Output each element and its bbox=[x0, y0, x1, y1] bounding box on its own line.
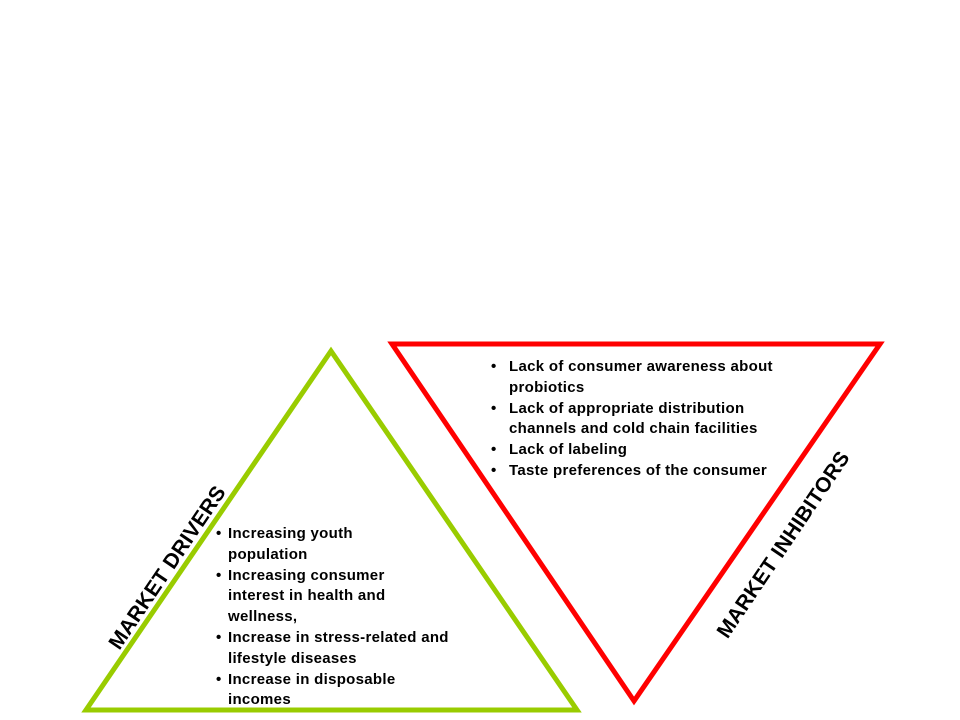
driver-item: Increasing youth population bbox=[216, 524, 378, 566]
inhibitors-triangle bbox=[387, 341, 885, 706]
inhibitor-item: Lack of consumer awareness about probiot… bbox=[490, 357, 809, 399]
driver-item: Increase in disposable incomes bbox=[216, 670, 428, 712]
inhibitor-item: Lack of appropriate distribution channel… bbox=[490, 399, 799, 441]
market-drivers-list: Increasing youth population Increasing c… bbox=[216, 524, 448, 712]
driver-item: Increase in stress-related and lifestyle… bbox=[216, 628, 456, 670]
inhibitor-item: Lack of labeling bbox=[490, 440, 820, 461]
inhibitor-item: Taste preferences of the consumer bbox=[490, 461, 820, 482]
market-inhibitors-list: Lack of consumer awareness about probiot… bbox=[490, 357, 820, 482]
driver-item: Increasing consumer interest in health a… bbox=[216, 566, 408, 628]
